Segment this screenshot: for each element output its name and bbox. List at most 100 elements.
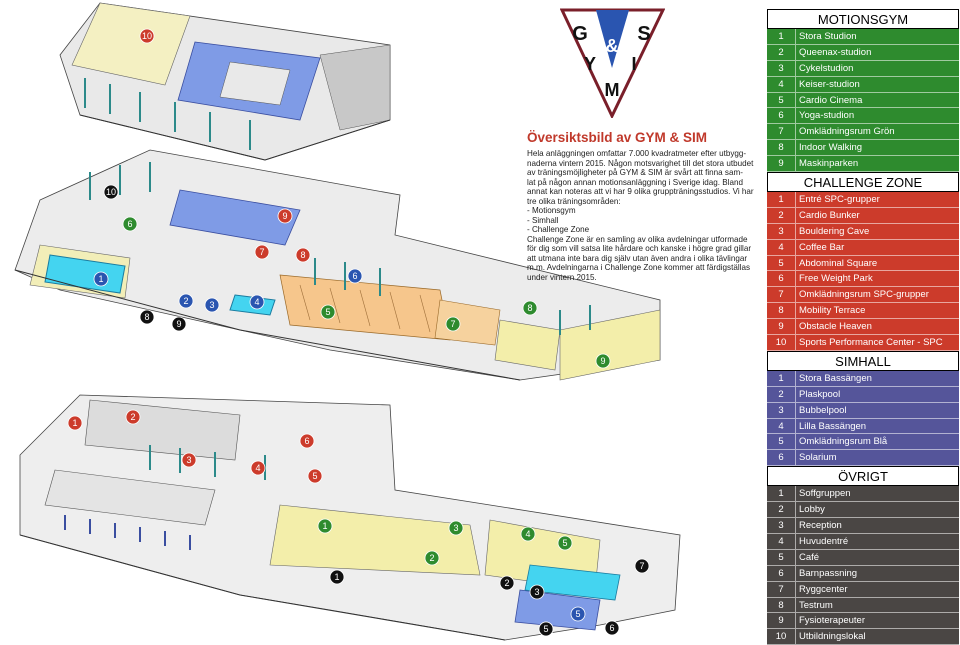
map-marker-number: 9 [600, 356, 605, 366]
map-marker-dot [557, 535, 573, 551]
map-marker-dot [139, 28, 155, 44]
map-marker-dot [445, 316, 461, 332]
legend-item-label: Free Weight Park [795, 271, 959, 287]
description-line: Challenge Zone är en samling av olika av… [527, 234, 748, 244]
gym-sim-logo: G & S Y I M [560, 8, 665, 118]
map-marker-ovrigt: 1 [329, 569, 345, 585]
map-marker-number: 3 [453, 523, 458, 533]
legend-item-number: 3 [778, 404, 784, 416]
legend-item-label: Entré SPC-grupper [795, 192, 959, 207]
description-line: lat på någon annan motionsanläggning i S… [527, 177, 743, 187]
legend-item-number: 8 [778, 305, 784, 317]
map-marker-number: 2 [504, 578, 509, 588]
map-marker-simhall: 1 [93, 271, 109, 287]
map-marker-number: 2 [183, 296, 188, 306]
legend-item-number: 7 [778, 126, 784, 138]
legend-item-label: Testrum [795, 597, 959, 613]
description-line: - Motionsgym [527, 206, 576, 215]
map-marker-dot [595, 353, 611, 369]
map-marker-dot [604, 620, 620, 636]
map-marker-number: 7 [639, 561, 644, 571]
legend-item-label: Indoor Walking [795, 140, 959, 156]
map-marker-ovrigt: 2 [499, 575, 515, 591]
description-block: Översiktsbild av GYM & SIM Hela anläggni… [527, 130, 767, 282]
floor-plan-illustration: 10978123456657891234512345610891234567 [14, 2, 681, 641]
legend-item-number: 4 [778, 78, 784, 90]
legend-item-number: 9 [778, 321, 784, 333]
legend-item-label: Obstacle Heaven [795, 319, 959, 335]
legend-item-label: Keiser-studion [795, 76, 959, 92]
map-marker-number: 2 [130, 412, 135, 422]
legend-item-number: 6 [778, 452, 784, 464]
map-marker-dot [295, 247, 311, 263]
map-marker-number: 8 [527, 303, 532, 313]
legend-item-number: 1 [778, 372, 784, 384]
legend-item-number: 1 [778, 488, 784, 500]
legend-item-label: Soffgruppen [795, 486, 959, 502]
map-marker-dot [307, 468, 323, 484]
map-marker-motionsgym: 2 [424, 550, 440, 566]
map-marker-number: 1 [322, 521, 327, 531]
map-marker-number: 7 [259, 247, 264, 257]
legend-item-number: 6 [778, 273, 784, 285]
map-marker-challenge: 9 [277, 208, 293, 224]
description-line: under vintern 2015. [527, 272, 597, 282]
map-marker-ovrigt: 6 [604, 620, 620, 636]
legend-item-label: Ryggcenter [795, 581, 959, 597]
legend-item-number: 8 [778, 142, 784, 154]
legend-item-number: 2 [778, 209, 784, 221]
map-marker-number: 3 [209, 300, 214, 310]
legend-item-number: 3 [778, 520, 784, 532]
map-marker-simhall: 5 [570, 606, 586, 622]
map-marker-dot [122, 216, 138, 232]
legend-item-label: Cykelstudion [795, 60, 959, 76]
map-marker-dot [347, 268, 363, 284]
map-marker-dot [538, 621, 554, 637]
legend-item-challenge-zone: 9 Obstacle Heaven [767, 319, 959, 336]
map-marker-number: 10 [106, 187, 116, 197]
map-marker-motionsgym: 5 [557, 535, 573, 551]
legend-item-label: Lobby [795, 502, 959, 518]
map-marker-motionsgym: 4 [520, 526, 536, 542]
map-marker-ovrigt: 8 [139, 309, 155, 325]
map-marker-motionsgym: 8 [522, 300, 538, 316]
description-line: - Challenge Zone [527, 225, 590, 234]
map-marker-dot [181, 452, 197, 468]
map-marker-number: 5 [543, 624, 548, 634]
map-marker-dot [249, 294, 265, 310]
map-markers: 10978123456657891234512345610891234567 [67, 28, 650, 637]
legend-item-label: Maskinparken [795, 156, 959, 172]
map-marker-number: 10 [142, 31, 152, 41]
logo-letter: & [606, 36, 619, 56]
map-marker-dot [103, 184, 119, 200]
logo-letter: Y [584, 54, 596, 74]
map-marker-number: 9 [176, 319, 181, 329]
legend-item-number: 5 [778, 551, 784, 563]
legend-item-ovrigt: 1 Soffgruppen [767, 486, 959, 503]
legend-item-number: 10 [775, 337, 787, 349]
map-marker-dot [178, 293, 194, 309]
map-marker-number: 5 [575, 609, 580, 619]
legend-section-title-challenge-zone: CHALLENGE ZONE [767, 172, 959, 193]
legend-item-number: 7 [778, 289, 784, 301]
map-marker-dot [277, 208, 293, 224]
legend-item-number: 5 [778, 257, 784, 269]
legend-item-label: Sports Performance Center - SPC [795, 335, 959, 350]
description-body: Hela anläggningen omfattar 7.000 kvadrat… [527, 149, 767, 282]
legend-item-challenge-zone: 10 Sports Performance Center - SPC [767, 335, 959, 351]
map-marker-dot [499, 575, 515, 591]
map-marker-motionsgym: 9 [595, 353, 611, 369]
legend-item-number: 3 [778, 62, 784, 74]
map-marker-number: 4 [254, 297, 259, 307]
map-marker-dot [634, 558, 650, 574]
